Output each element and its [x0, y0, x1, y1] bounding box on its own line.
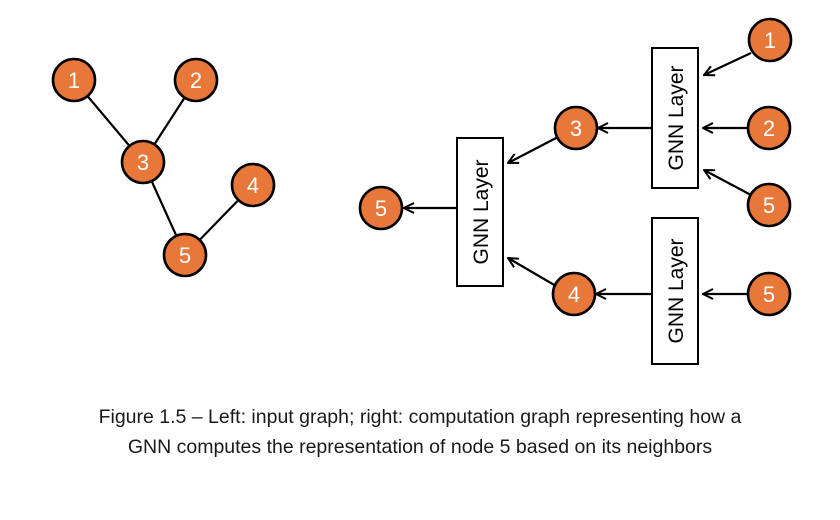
figure-caption: Figure 1.5 – Left: input graph; right: c… — [0, 402, 840, 462]
input-node-2: 2 — [173, 57, 219, 103]
comp-node-2: 2 — [746, 105, 792, 151]
arrow-5-to-top-layer — [704, 170, 752, 196]
node-label: 4 — [568, 282, 580, 307]
node-label: 4 — [247, 173, 259, 198]
gnn-layer-main: GNN Layer — [456, 137, 504, 287]
node-label: 2 — [190, 68, 202, 93]
input-node-1: 1 — [51, 57, 97, 103]
gnn-layer-label: GNN Layer — [665, 238, 688, 343]
arrow-3-to-main-layer — [508, 136, 559, 163]
caption-line-2: GNN computes the representation of node … — [127, 436, 713, 458]
node-label: 1 — [764, 28, 776, 53]
gnn-layer-top: GNN Layer — [651, 47, 699, 189]
node-label: 5 — [375, 196, 387, 221]
comp-node-5-bottom: 5 — [746, 271, 792, 317]
computation-graph: GNN Layer GNN Layer GNN Layer 5 — [358, 17, 793, 365]
node-label: 5 — [179, 243, 191, 268]
node-label: 3 — [137, 150, 149, 175]
input-node-4: 4 — [230, 162, 276, 208]
node-label: 2 — [763, 116, 775, 141]
input-node-3: 3 — [120, 139, 166, 185]
gnn-layer-label: GNN Layer — [470, 159, 493, 264]
node-label: 5 — [763, 193, 775, 218]
arrow-1-to-top-layer — [704, 52, 752, 75]
node-label: 1 — [68, 68, 80, 93]
gnn-layer-label: GNN Layer — [665, 65, 688, 170]
comp-node-4: 4 — [551, 271, 597, 317]
comp-node-3: 3 — [553, 105, 599, 151]
input-node-5: 5 — [162, 232, 208, 278]
node-label: 3 — [570, 116, 582, 141]
comp-node-1: 1 — [747, 17, 793, 63]
input-graph: 1 2 3 4 5 — [51, 57, 276, 278]
node-label: 5 — [763, 282, 775, 307]
arrow-4-to-main-layer — [508, 258, 557, 287]
caption-line-1: Figure 1.5 – Left: input graph; right: c… — [98, 406, 742, 428]
comp-node-5-top: 5 — [746, 182, 792, 228]
comp-node-output-5: 5 — [358, 185, 404, 231]
gnn-layer-bottom: GNN Layer — [651, 217, 699, 365]
